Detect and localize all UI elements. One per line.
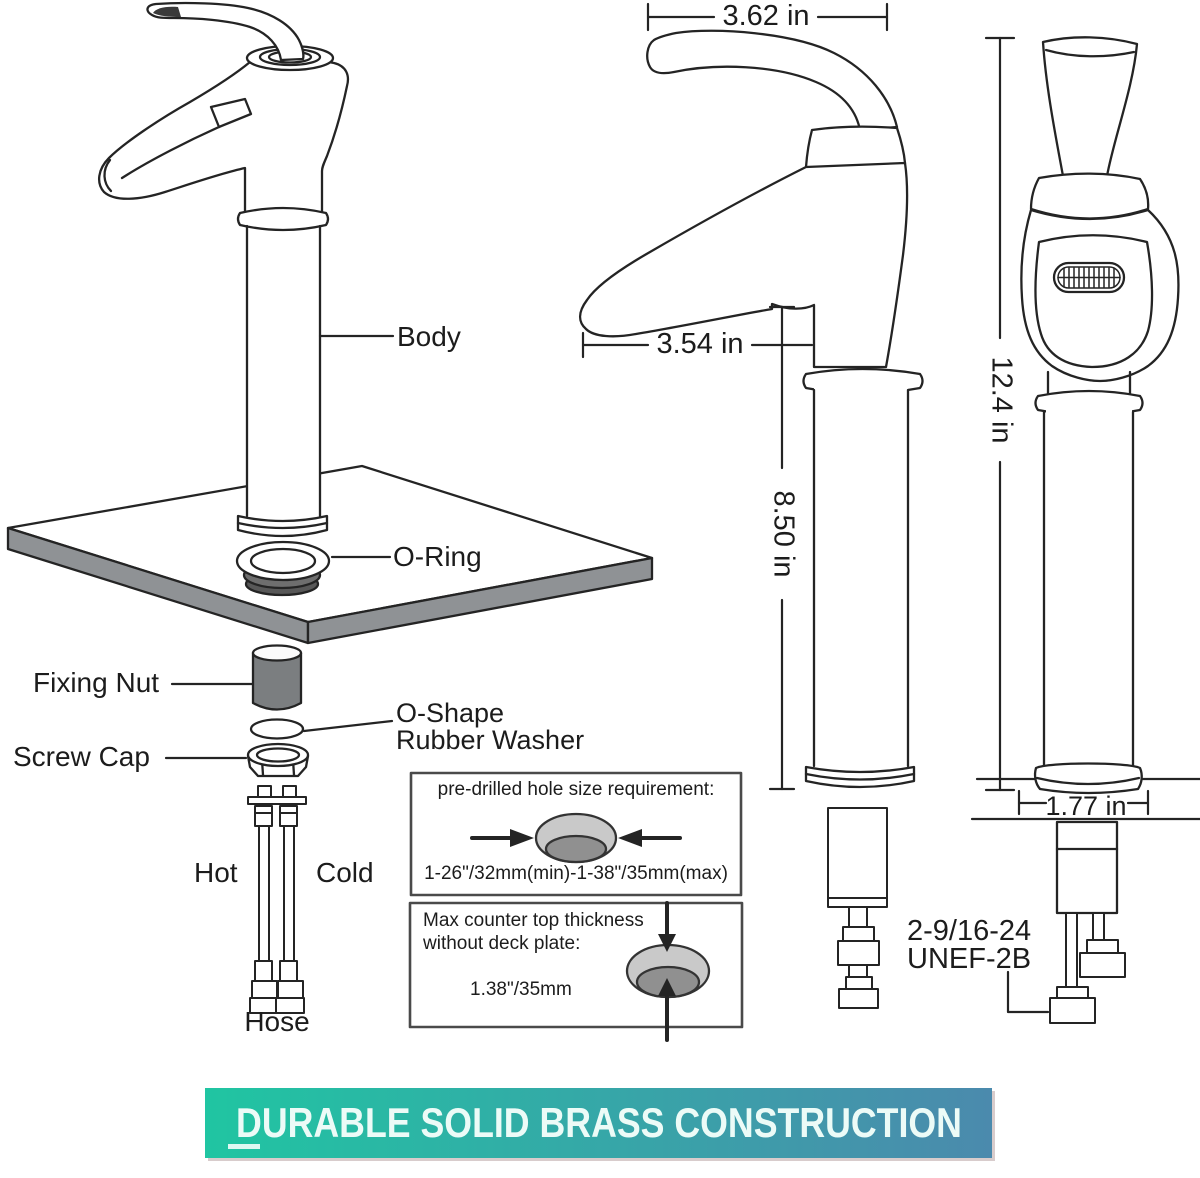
side-view-cap (804, 125, 907, 169)
dim-12-4-lines (984, 36, 1016, 792)
dim-base-width: 1.77 in (1045, 791, 1127, 821)
body-label: Body (397, 321, 461, 352)
countertop-plate (6, 464, 654, 645)
hose-label: Hose (244, 1006, 310, 1037)
banner-underline-dash (228, 1144, 260, 1149)
banner-text: DURABLE SOLID BRASS CONSTRUCTION (235, 1099, 962, 1146)
thread-spec-line1: 2-9/16-24 (907, 915, 1032, 947)
exploded-view-drawing (6, 1, 654, 1014)
front-view-drawing (970, 36, 1200, 1024)
front-view-handle (1041, 36, 1139, 178)
washer-label-line2: Rubber Washer (396, 725, 585, 755)
fixing-nut-label: Fixing Nut (33, 667, 160, 698)
screw-cap-graphic (246, 742, 310, 778)
counter-thickness-title-line2: without deck plate: (423, 933, 581, 954)
bottom-banner: DURABLE SOLID BRASS CONSTRUCTION (205, 1088, 992, 1158)
front-view-face-arch (1034, 234, 1154, 369)
side-view-pipe (802, 367, 924, 789)
exploded-faucet-handle (146, 1, 305, 62)
side-view-drawing (578, 2, 924, 1009)
dim-body-height: 8.50 in (767, 490, 800, 578)
thread-spec-leader-line (1006, 970, 1050, 1014)
aerator-grid (1052, 261, 1126, 294)
counter-thickness-graphic (625, 901, 711, 1042)
exploded-faucet-pipe (236, 206, 330, 538)
hot-hose-graphic (249, 805, 279, 1014)
spec-box-hole-size (409, 771, 743, 897)
thread-spec-line2: UNEF-2B (907, 943, 1032, 975)
o-ring-label: O-Ring (393, 541, 482, 572)
fixing-nut-graphic (251, 644, 303, 711)
counter-thickness-value: 1.38"/35mm (470, 979, 572, 1000)
screw-cap-label: Screw Cap (13, 741, 150, 772)
dim-spout-width: 3.62 in (722, 0, 810, 32)
dim-spout-reach: 3.54 in (656, 328, 744, 360)
hot-cold-hoses-graphic (247, 785, 307, 1014)
hole-size-value: 1-26"/32mm(min)-1-38"/35mm(max) (424, 863, 728, 884)
o-ring-graphic (235, 540, 331, 597)
side-view-body (578, 161, 909, 369)
front-view-collar (1029, 172, 1150, 220)
rubber-washer-graphic (249, 718, 305, 740)
front-view-flange (1033, 762, 1143, 795)
front-view-hoses (1049, 912, 1126, 1024)
exploded-faucet-body (98, 1, 350, 215)
cold-hose-graphic (275, 805, 305, 1014)
hole-size-graphic (470, 812, 682, 864)
spec-box-counter-thickness (408, 901, 744, 1042)
hole-size-title: pre-drilled hole size requirement: (437, 779, 715, 800)
leader-lines (164, 334, 395, 760)
counter-thickness-title-line1: Max counter top thickness (423, 910, 644, 931)
side-view-valve-base (827, 807, 888, 1009)
dim-3-62-lines (646, 2, 889, 32)
dim-overall-height: 12.4 in (985, 356, 1018, 444)
hot-label: Hot (194, 857, 238, 888)
front-view-shank (1055, 820, 1119, 915)
washer-leader-line (302, 719, 394, 733)
side-view-handle (646, 29, 899, 132)
cold-label: Cold (316, 857, 374, 888)
washer-label-line1: O-Shape (396, 698, 505, 728)
dim-8-50-lines (768, 305, 796, 791)
front-view-pipe (1034, 370, 1144, 770)
dim-1-77-lines (1017, 789, 1150, 816)
